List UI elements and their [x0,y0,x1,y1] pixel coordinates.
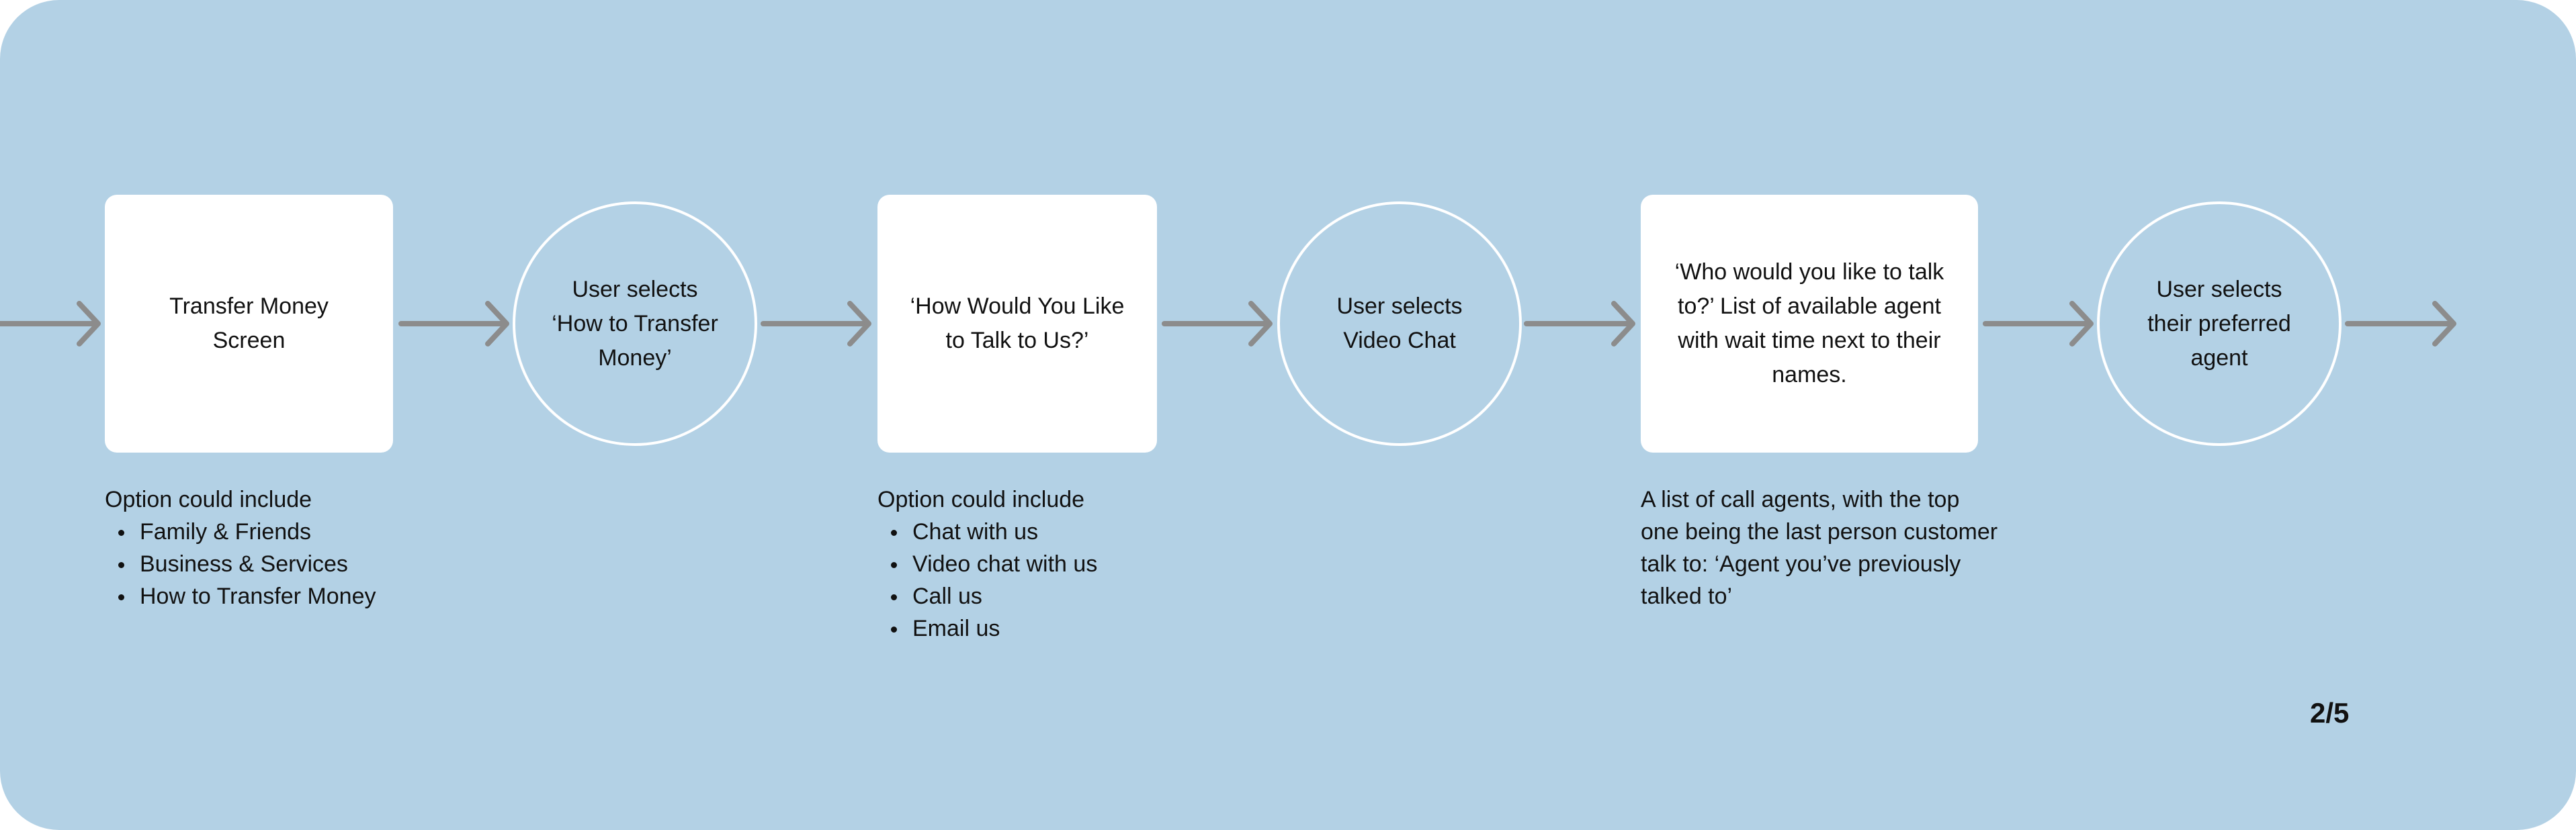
page-indicator: 2/5 [2310,697,2350,729]
list-item: Video chat with us [891,548,1227,580]
arrow-to-how-to-transfer [398,301,509,347]
arrow-into-transfer-screen [0,301,101,347]
arrow-out-of-preferred-agent [2345,301,2456,347]
list-item: Family & Friends [118,516,454,548]
arrow-to-who-would-you-like [1524,301,1635,347]
note-heading: Option could include [877,487,1085,512]
list-item: How to Transfer Money [118,580,454,612]
node-transfer-money-screen: Transfer Money Screen [105,195,393,453]
list-item: Email us [891,612,1227,645]
list-item: Business & Services [118,548,454,580]
note-list: Family & Friends Business & Services How… [105,516,454,612]
arrow-to-how-would-you-like [761,301,871,347]
note-heading: Option could include [105,487,312,512]
list-item: Call us [891,580,1227,612]
node-user-selects-video-chat: User selects Video Chat [1277,201,1522,446]
note-list: Chat with us Video chat with us Call us … [877,516,1227,645]
node-user-selects-how-to-transfer: User selects ‘How to Transfer Money’ [513,201,757,446]
node-label: User selects ‘How to Transfer Money’ [552,276,718,371]
note-agent-list: A list of call agents, with the top one … [1641,483,2004,612]
arrow-to-preferred-agent [1983,301,2094,347]
note-transfer-options: Option could include Family & Friends Bu… [105,483,454,612]
node-label: ‘Who would you like to talk to?’ List of… [1674,259,1944,387]
node-label: User selects Video Chat [1336,293,1463,353]
node-who-would-you-like: ‘Who would you like to talk to?’ List of… [1641,195,1978,453]
node-label: Transfer Money Screen [169,293,329,353]
node-how-would-you-like: ‘How Would You Like to Talk to Us?’ [877,195,1157,453]
node-user-selects-agent: User selects their preferred agent [2097,201,2342,446]
list-item: Chat with us [891,516,1227,548]
note-text: A list of call agents, with the top one … [1641,487,1998,609]
node-label: ‘How Would You Like to Talk to Us?’ [910,293,1125,353]
arrow-to-video-chat [1162,301,1273,347]
node-label: User selects their preferred agent [2147,276,2291,371]
note-contact-options: Option could include Chat with us Video … [877,483,1227,645]
